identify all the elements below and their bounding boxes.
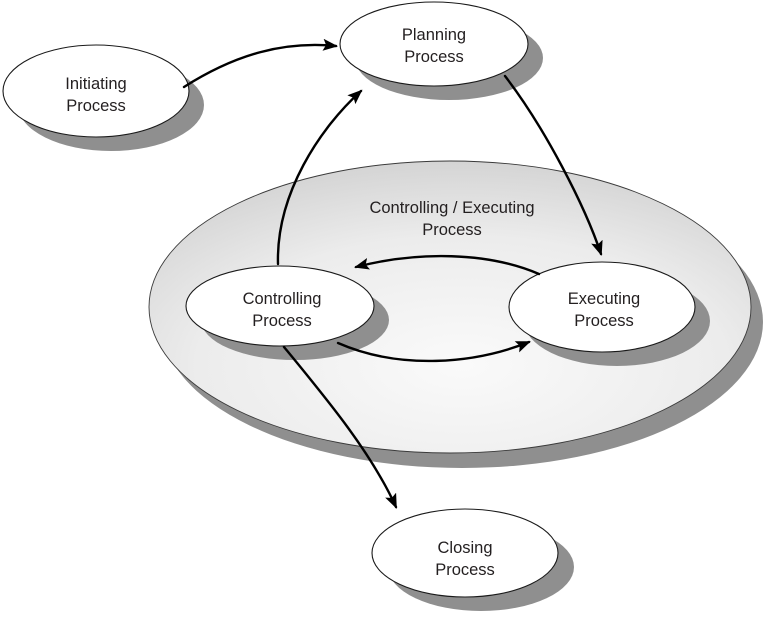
node-controlling-process — [185, 265, 389, 360]
initiating-process-label-line2: Process — [66, 97, 126, 115]
node-executing-process — [508, 261, 710, 366]
initiating-process-label-line1: Initiating — [65, 75, 126, 93]
group-label-line1: Controlling / Executing — [369, 199, 534, 217]
executing-process-label-line2: Process — [574, 312, 634, 330]
arrow-initiating-to-planning — [182, 38, 338, 89]
group-ellipse — [148, 160, 752, 454]
planning-process-label-line2: Process — [404, 48, 464, 66]
closing-process-label-line1: Closing — [437, 539, 492, 557]
executing-process-label-line1: Executing — [568, 290, 640, 308]
node-planning-process — [339, 1, 543, 100]
planning-process-label-line1: Planning — [402, 26, 466, 44]
group-controlling-executing — [148, 160, 763, 468]
closing-process-ellipse — [371, 508, 559, 598]
arrow-executing-to-controlling — [354, 254, 541, 276]
arrow-controlling-to-closing — [282, 345, 398, 509]
arrow-planning-to-executing — [503, 74, 603, 256]
controlling-process-label-line1: Controlling — [243, 290, 322, 308]
initiating-process-ellipse — [2, 44, 190, 138]
group-label-line2: Process — [422, 221, 482, 239]
executing-process-ellipse — [508, 261, 696, 353]
controlling-process-label-line2: Process — [252, 312, 312, 330]
arrow-controlling-to-planning — [276, 89, 363, 266]
node-closing-process — [371, 508, 574, 611]
planning-process-ellipse — [339, 1, 529, 87]
node-initiating-process — [2, 44, 204, 151]
controlling-process-ellipse — [185, 265, 375, 347]
closing-process-label-line2: Process — [435, 561, 495, 579]
arrow-controlling-to-executing — [336, 340, 531, 363]
